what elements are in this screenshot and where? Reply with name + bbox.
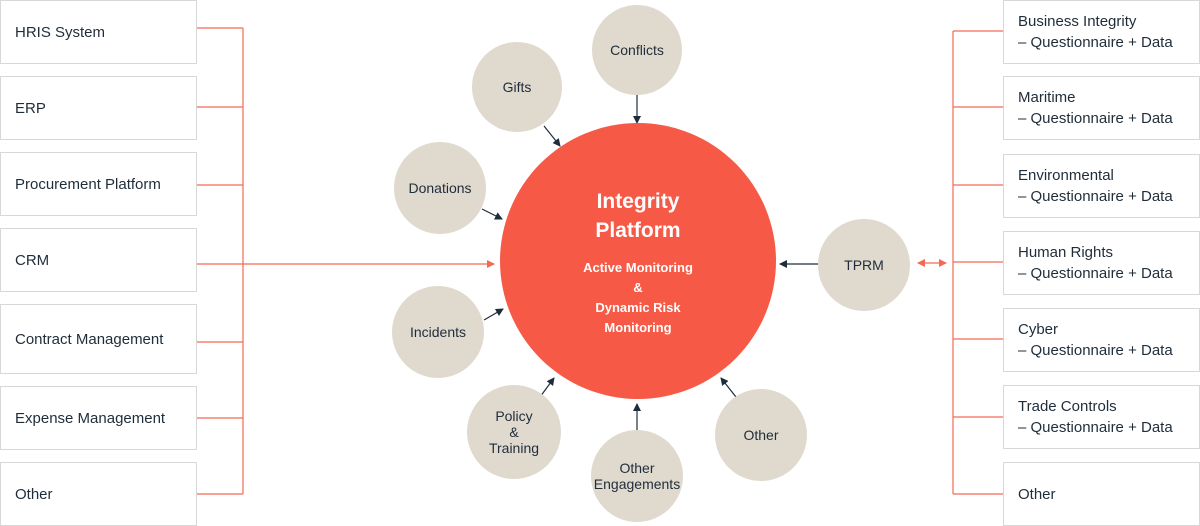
integrity-platform-hub: Integrity Platform Active Monitoring & D… — [500, 123, 776, 399]
satellite-label-line: Policy — [495, 408, 533, 424]
source-label: HRIS System — [15, 23, 106, 41]
module-subtitle: – Questionnaire + Data — [1018, 34, 1173, 51]
module-box-cyber: Cyber – Questionnaire + Data — [1003, 308, 1200, 372]
source-box-other: Other — [0, 462, 197, 526]
module-subtitle: – Questionnaire + Data — [1018, 419, 1173, 436]
module-box-maritime: Maritime – Questionnaire + Data — [1003, 76, 1200, 140]
module-box-other: Other — [1003, 462, 1200, 526]
source-label: Other — [15, 485, 53, 503]
satellite-label-line: Other — [619, 460, 655, 476]
left-bracket — [197, 27, 495, 495]
satellite-policy-training: Policy & Training — [467, 385, 561, 479]
satellite-incidents: Incidents — [392, 286, 484, 378]
module-box-business-integrity: Business Integrity – Questionnaire + Dat… — [1003, 0, 1200, 64]
source-box-hris: HRIS System — [0, 0, 197, 64]
satellite-other-engagements: Other Engagements — [591, 430, 683, 522]
module-subtitle: – Questionnaire + Data — [1018, 265, 1173, 282]
source-box-procurement: Procurement Platform — [0, 152, 197, 216]
module-box-environmental: Environmental – Questionnaire + Data — [1003, 154, 1200, 218]
hub-subtitle-line: Dynamic Risk — [595, 300, 681, 315]
module-subtitle: – Questionnaire + Data — [1018, 188, 1173, 205]
hub-subtitle-line: Active Monitoring — [583, 260, 693, 275]
source-box-contract-management: Contract Management — [0, 304, 197, 374]
satellite-label: Donations — [408, 180, 472, 196]
source-label: Expense Management — [15, 409, 166, 427]
source-label: CRM — [15, 251, 50, 269]
module-subtitle: – Questionnaire + Data — [1018, 110, 1173, 127]
hub-subtitle-line: Monitoring — [604, 320, 672, 335]
satellite-arrows — [481, 95, 818, 430]
source-box-expense-management: Expense Management — [0, 386, 197, 450]
module-subtitle: – Questionnaire + Data — [1018, 342, 1173, 359]
hub-subtitle: Active Monitoring & Dynamic Risk Monitor… — [500, 258, 776, 338]
hub-title: Integrity Platform — [500, 187, 776, 245]
satellite-label-line: Engagements — [593, 476, 681, 492]
satellite-label: Other Engagements — [594, 460, 680, 492]
source-box-erp: ERP — [0, 76, 197, 140]
hub-title-line: Platform — [595, 219, 681, 242]
module-title: Other — [1018, 485, 1056, 503]
module-box-trade-controls: Trade Controls – Questionnaire + Data — [1003, 385, 1200, 449]
right-bracket — [917, 30, 1003, 495]
hub-subtitle-line: & — [633, 280, 643, 295]
satellite-label-line: Training — [488, 440, 540, 456]
source-label: Procurement Platform — [15, 175, 161, 193]
satellite-tprm: TPRM — [818, 219, 910, 311]
satellite-other: Other — [715, 389, 807, 481]
satellite-label: Policy & Training — [489, 408, 539, 456]
module-box-human-rights: Human Rights – Questionnaire + Data — [1003, 231, 1200, 295]
satellite-label-line: & — [509, 424, 519, 440]
module-title: Cyber — [1018, 321, 1059, 338]
module-title: Trade Controls — [1018, 398, 1117, 415]
source-box-crm: CRM — [0, 228, 197, 292]
hub-title-line: Integrity — [596, 190, 680, 213]
module-title: Human Rights — [1018, 244, 1114, 261]
satellite-donations: Donations — [394, 142, 486, 234]
source-label: ERP — [15, 99, 46, 117]
module-title: Environmental — [1018, 167, 1114, 184]
satellite-conflicts: Conflicts — [592, 5, 682, 95]
satellite-gifts: Gifts — [472, 42, 562, 132]
satellite-label: Gifts — [502, 79, 532, 95]
source-label: Contract Management — [15, 330, 164, 348]
module-title: Business Integrity — [1018, 13, 1137, 30]
satellite-label: Other — [743, 427, 779, 443]
satellite-label: Conflicts — [610, 42, 664, 58]
satellite-label: Incidents — [409, 324, 467, 340]
satellite-label: TPRM — [844, 257, 884, 273]
module-title: Maritime — [1018, 89, 1076, 106]
